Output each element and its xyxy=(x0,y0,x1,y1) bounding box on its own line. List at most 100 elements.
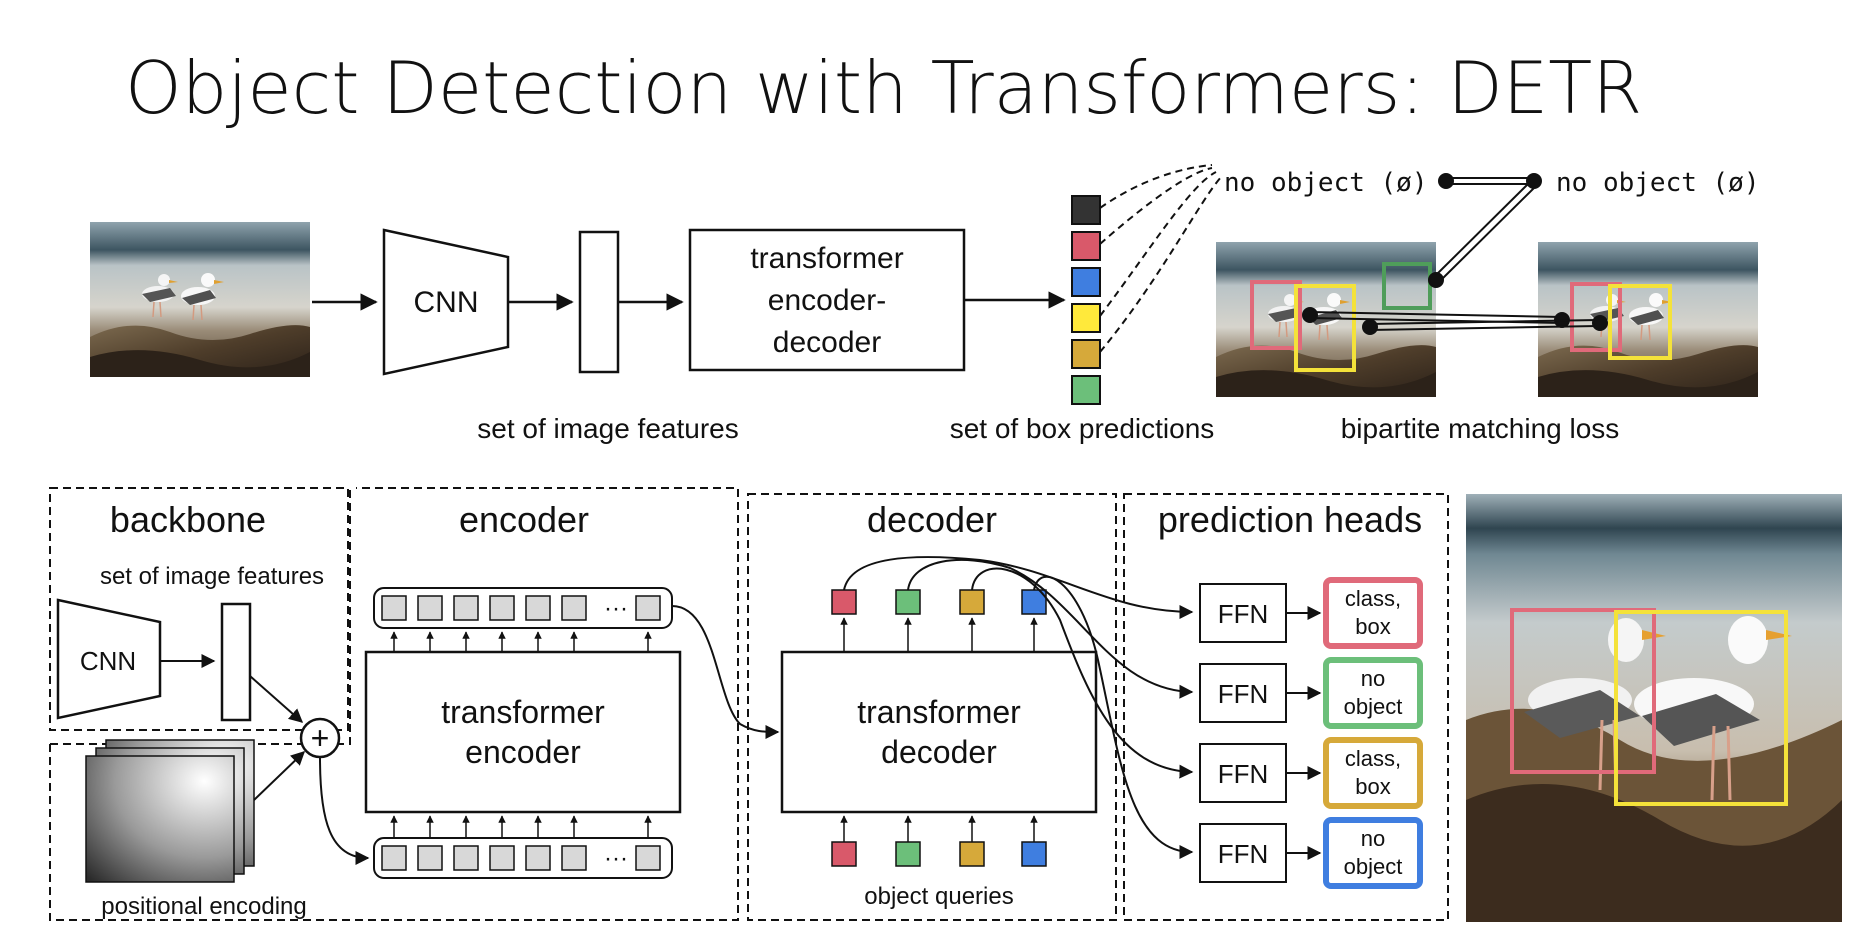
backbone-title: backbone xyxy=(110,499,266,540)
top-transformer-line-2: encoder- xyxy=(768,284,886,317)
encoder-title: encoder xyxy=(459,499,589,540)
positional-encoding-label: positional encoding xyxy=(101,893,307,920)
head-output-label: box xyxy=(1355,774,1390,799)
head-output-box xyxy=(1323,737,1423,809)
head-output-label: class, xyxy=(1345,746,1401,771)
encoder-output-token xyxy=(561,595,587,621)
object-query-token xyxy=(831,841,857,867)
encoder-output-token xyxy=(525,595,551,621)
no-object-right: no object (ø) xyxy=(1556,168,1760,198)
output-image xyxy=(1466,494,1842,922)
encoder-frame xyxy=(49,487,739,921)
encoder-output-token xyxy=(417,595,443,621)
top-cnn-trapezoid xyxy=(382,228,510,376)
head-output-label: no xyxy=(1361,666,1385,691)
head-output-label: class, xyxy=(1345,586,1401,611)
encoder-output-token xyxy=(453,595,479,621)
decoder-token-cells xyxy=(831,589,1047,867)
caption-bipartite-matching-loss: bipartite matching loss xyxy=(1341,413,1620,444)
object-queries-label: object queries xyxy=(864,883,1013,910)
section-dashed-frames xyxy=(49,487,1449,921)
encoder-input-token xyxy=(381,845,407,871)
no-object-left: no object (ø) xyxy=(1224,168,1428,198)
sum-node xyxy=(299,717,341,759)
box-predictions-column xyxy=(1071,195,1101,405)
head-output-label: object xyxy=(1344,694,1403,719)
encoder-ellipsis-bottom: ··· xyxy=(604,845,628,872)
encoder-token-cells xyxy=(381,595,661,871)
top-transformer-line-1: transformer xyxy=(750,242,903,275)
encoder-input-token xyxy=(453,845,479,871)
encoder-input-token xyxy=(561,845,587,871)
transformer-encoder-block xyxy=(364,650,682,814)
caption-set-of-box-predictions: set of box predictions xyxy=(950,413,1215,444)
encoder-input-token xyxy=(635,845,661,871)
head-output-box xyxy=(1323,657,1423,729)
encoder-input-token xyxy=(417,845,443,871)
decoder-to-ffn-curves xyxy=(843,556,1194,859)
transformer-decoder-block xyxy=(780,650,1098,814)
encoder-block-line-1: transformer xyxy=(441,694,605,730)
encoder-input-token xyxy=(489,845,515,871)
prediction-head-rows: FFNclass,boxFFNnoobjectFFNclass,boxFFNno… xyxy=(1199,577,1423,889)
top-transformer-line-3: decoder xyxy=(773,326,881,359)
object-query-token xyxy=(959,841,985,867)
matching-image-predicted xyxy=(1215,241,1437,398)
head-output-label: no xyxy=(1361,826,1385,851)
object-query-token xyxy=(895,841,921,867)
ffn-label: FFN xyxy=(1218,759,1269,789)
matching-image-ground-truth xyxy=(1537,241,1759,398)
sum-node-plus: + xyxy=(311,720,330,756)
prediction-heads-title: prediction heads xyxy=(1158,499,1422,540)
head-output-label: object xyxy=(1344,854,1403,879)
decoder-frame xyxy=(747,493,1117,921)
input-image-thumbnail xyxy=(89,221,311,378)
slide-title: Object Detection with Transformers: DETR xyxy=(125,46,1643,130)
arrow-sum-to-encoder xyxy=(319,757,370,865)
arrow-encoder-to-decoder xyxy=(671,605,780,739)
encoder-output-token xyxy=(489,595,515,621)
heads-frame xyxy=(1123,493,1449,921)
backbone-cnn-trapezoid xyxy=(56,598,162,720)
ffn-box xyxy=(1199,823,1287,883)
backbone-cnn-label: CNN xyxy=(80,646,136,676)
top-cnn-label: CNN xyxy=(414,286,479,319)
encoder-block-line-2: encoder xyxy=(465,734,581,770)
ffn-box xyxy=(1199,583,1287,643)
ffn-label: FFN xyxy=(1218,839,1269,869)
object-query-token xyxy=(1021,841,1047,867)
decoder-title: decoder xyxy=(867,499,997,540)
ffn-box xyxy=(1199,663,1287,723)
ffn-label: FFN xyxy=(1218,679,1269,709)
caption-set-of-image-features: set of image features xyxy=(477,413,738,444)
prediction-box-red xyxy=(1071,231,1101,261)
decoder-block-line-1: transformer xyxy=(857,694,1021,730)
head-output-box xyxy=(1323,817,1423,889)
encoder-input-tokens xyxy=(373,837,673,879)
head-output-label: box xyxy=(1355,614,1390,639)
encoder-output-token xyxy=(635,595,661,621)
prediction-box-green xyxy=(1071,375,1101,405)
output-bbox-red xyxy=(1510,608,1656,774)
ffn-label: FFN xyxy=(1218,599,1269,629)
backbone-subtitle: set of image features xyxy=(100,563,324,590)
backbone-feature-map xyxy=(220,602,252,722)
encoder-output-tokens xyxy=(373,587,673,629)
decoder-block-line-2: decoder xyxy=(881,734,997,770)
encoder-ellipsis-top: ··· xyxy=(604,595,628,622)
decoder-output-token xyxy=(831,589,857,615)
decoder-output-token xyxy=(895,589,921,615)
encoder-output-token xyxy=(381,595,407,621)
output-bbox-yellow xyxy=(1614,610,1788,806)
backbone-frame-upper xyxy=(49,487,349,731)
top-transformer-box xyxy=(688,228,966,372)
prediction-dashed-links xyxy=(1099,164,1223,353)
prediction-box-blue xyxy=(1071,267,1101,297)
positional-encoding-stack xyxy=(85,739,255,883)
decoder-output-token xyxy=(959,589,985,615)
prediction-box-yellow xyxy=(1071,303,1101,333)
prediction-box-gold xyxy=(1071,339,1101,369)
prediction-box-black xyxy=(1071,195,1101,225)
head-output-box xyxy=(1323,577,1423,649)
